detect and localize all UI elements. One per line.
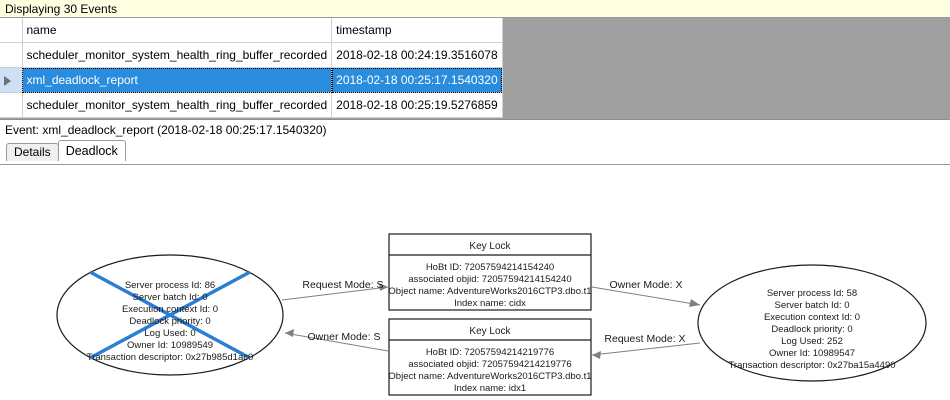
resource-bottom-line-1: associated objid: 72057594214219776: [408, 359, 571, 370]
table-header-row: name timestamp: [0, 18, 503, 43]
process-left-line-0: Server process Id: 86: [125, 280, 215, 291]
event-caption: Event: xml_deadlock_report (2018-02-18 0…: [0, 120, 950, 140]
process-node-right[interactable]: Server process Id: 58 Server batch Id: 0…: [697, 264, 927, 382]
resource-bottom-title: Key Lock: [469, 326, 511, 337]
row-selector-cell[interactable]: [0, 67, 23, 93]
deadlock-graph-canvas[interactable]: Server process Id: 86 Server batch Id: 0…: [0, 164, 950, 400]
tab-deadlock[interactable]: Deadlock: [57, 140, 126, 161]
tabstrip: Details Deadlock: [0, 140, 950, 161]
process-left-line-3: Deadlock priority: 0: [129, 316, 210, 327]
resource-node-key-lock-top[interactable]: Key Lock HoBt ID: 72057594214154240 asso…: [388, 233, 592, 311]
resource-bottom-line-0: HoBt ID: 72057594214219776: [426, 347, 554, 358]
cell-timestamp[interactable]: 2018-02-18 00:25:19.5276859: [331, 92, 503, 118]
cell-timestamp[interactable]: 2018-02-18 00:24:19.3516078: [331, 42, 503, 68]
row-selector-cell[interactable]: [0, 92, 23, 118]
process-right-line-6: Transaction descriptor: 0x27ba15a4490: [728, 360, 895, 371]
resource-box: [388, 318, 592, 396]
process-ellipse: [697, 264, 927, 382]
cell-timestamp[interactable]: 2018-02-18 00:25:17.1540320: [331, 67, 503, 93]
process-left-line-2: Execution context Id: 0: [122, 304, 218, 315]
process-right-line-2: Execution context Id: 0: [764, 312, 860, 323]
edge-owner-s-line: [284, 329, 389, 352]
events-grid[interactable]: name timestamp scheduler_monitor_system_…: [0, 18, 950, 120]
column-header-timestamp[interactable]: timestamp: [331, 18, 503, 43]
resource-bottom-line-2: Object name: AdventureWorks2016CTP3.dbo.…: [388, 371, 591, 382]
resource-box: [388, 233, 592, 311]
edge-label-request-s: Request Mode: S: [302, 279, 383, 291]
table-row[interactable]: scheduler_monitor_system_health_ring_buf…: [0, 42, 503, 68]
edge-label-owner-x: Owner Mode: X: [610, 279, 683, 291]
edge-label-request-x: Request Mode: X: [604, 333, 685, 345]
tab-details[interactable]: Details: [6, 143, 59, 161]
process-right-line-3: Deadlock priority: 0: [771, 324, 852, 335]
column-header-name[interactable]: name: [22, 18, 333, 43]
process-right-line-1: Server batch Id: 0: [775, 300, 850, 311]
process-left-line-6: Transaction descriptor: 0x27b985d1ac0: [87, 352, 254, 363]
blue-cross-victim-icon: [89, 270, 251, 360]
banner-label: Displaying 30 Events: [5, 1, 118, 16]
right-triangle-icon: [4, 75, 11, 86]
edge-request-s-line: [281, 283, 389, 301]
process-right-line-5: Owner Id: 10989547: [769, 348, 855, 359]
process-right-line-4: Log Used: 252: [781, 336, 843, 347]
table-row[interactable]: scheduler_monitor_system_health_ring_buf…: [0, 92, 503, 118]
cell-name[interactable]: xml_deadlock_report: [22, 67, 333, 93]
process-right-line-0: Server process Id: 58: [767, 288, 857, 299]
resource-bottom-line-3: Index name: idx1: [454, 383, 526, 394]
process-left-line-1: Server batch Id: 0: [133, 292, 208, 303]
resource-node-key-lock-bottom[interactable]: Key Lock HoBt ID: 72057594214219776 asso…: [388, 318, 592, 396]
displaying-events-banner: Displaying 30 Events: [0, 0, 950, 18]
resource-top-title: Key Lock: [469, 241, 511, 252]
process-node-left[interactable]: Server process Id: 86 Server batch Id: 0…: [56, 254, 284, 376]
row-selector-cell[interactable]: [0, 42, 23, 68]
edge-owner-x-line: [591, 286, 701, 307]
resource-top-line-2: Object name: AdventureWorks2016CTP3.dbo.…: [388, 286, 591, 297]
edge-label-owner-s: Owner Mode: S: [308, 331, 381, 343]
events-table: name timestamp scheduler_monitor_system_…: [0, 18, 503, 118]
resource-top-line-0: HoBt ID: 72057594214154240: [426, 262, 554, 273]
cell-name[interactable]: scheduler_monitor_system_health_ring_buf…: [22, 92, 333, 118]
resource-top-line-3: Index name: cidx: [454, 298, 526, 309]
cell-name[interactable]: scheduler_monitor_system_health_ring_buf…: [22, 42, 333, 68]
table-row[interactable]: xml_deadlock_report 2018-02-18 00:25:17.…: [0, 67, 503, 93]
row-selector-header: [0, 18, 23, 43]
process-left-line-5: Owner Id: 10989549: [127, 340, 213, 351]
edge-request-x-line: [591, 342, 701, 359]
resource-top-line-1: associated objid: 72057594214154240: [408, 274, 571, 285]
process-left-line-4: Log Used: 0: [144, 328, 195, 339]
